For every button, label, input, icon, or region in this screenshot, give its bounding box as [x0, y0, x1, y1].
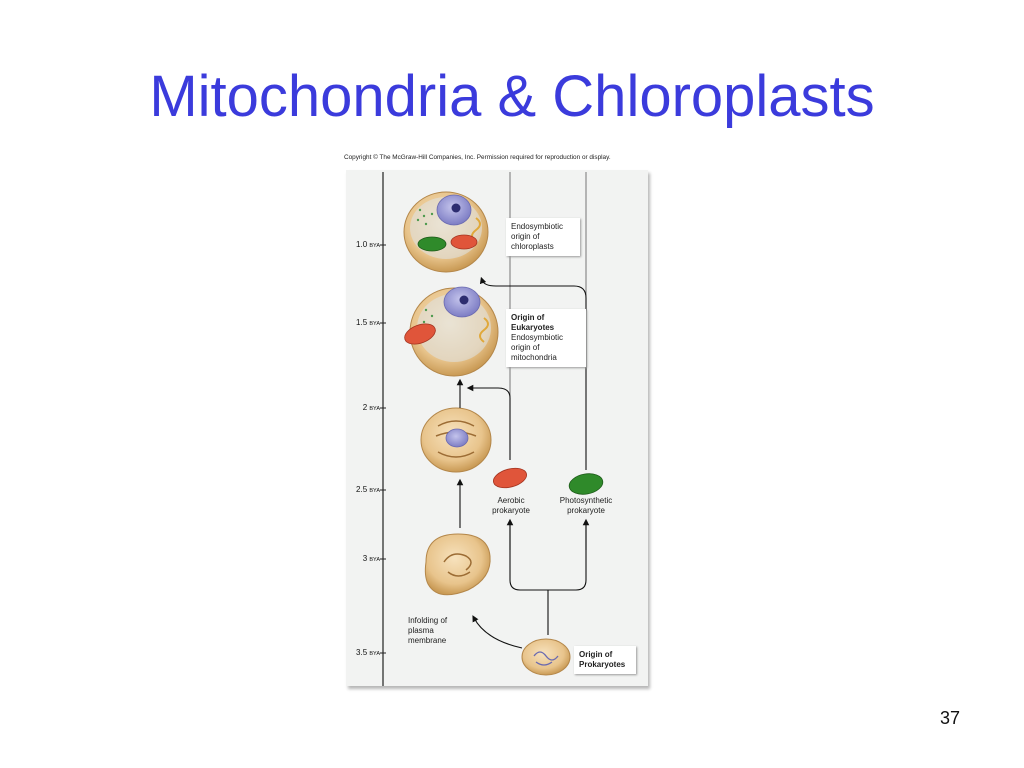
tick-value: 3 [362, 554, 368, 563]
eukaryote-cell-illustration [404, 286, 499, 377]
tick-unit: BYA [369, 651, 380, 657]
label-line: Photosynthetic [559, 496, 613, 505]
tick-label-1-0: 1.0 BYA [348, 240, 380, 249]
label-line: prokaryote [492, 506, 530, 515]
label-line: Endosymbiotic [511, 333, 564, 342]
tick-unit: BYA [369, 243, 380, 249]
copyright-notice: Copyright © The McGraw-Hill Companies, I… [344, 154, 611, 161]
label-line: Origin of [579, 650, 613, 659]
tick-unit: BYA [369, 406, 380, 412]
label-line: Infolding of [408, 616, 448, 625]
infolding-label: Infolding of plasma membrane [408, 616, 458, 646]
tick-value: 3.5 [356, 648, 368, 657]
diagram-graphics [380, 172, 604, 686]
tick-value: 2.5 [356, 485, 368, 494]
label-line: chloroplasts [511, 242, 554, 251]
label-line: membrane [408, 636, 447, 645]
tick-label-2-5: 2.5 BYA [348, 485, 380, 494]
tick-value: 1.0 [356, 240, 368, 249]
photosynthetic-prokaryote-illustration [568, 473, 604, 495]
eukaryote-origin-label: Origin of Eukaryotes Endosymbiotic origi… [506, 309, 586, 367]
tick-value: 2 [362, 403, 368, 412]
page-number: 37 [939, 708, 961, 728]
label-line: Prokaryotes [579, 660, 626, 669]
tick-unit: BYA [369, 321, 380, 327]
infolding-cell-illustration [424, 533, 491, 596]
label-line: origin of [511, 343, 540, 352]
tick-label-3-5: 3.5 BYA [348, 648, 380, 657]
photosynthetic-prokaryote-label: Photosynthetic prokaryote [546, 496, 626, 516]
aerobic-prokaryote-label: Aerobic prokaryote [482, 496, 540, 516]
label-line: plasma [408, 626, 434, 635]
label-line: Endosymbiotic [511, 222, 564, 231]
tick-value: 1.5 [356, 318, 368, 327]
early-eukaryote-illustration [420, 407, 492, 473]
label-line: Aerobic [497, 496, 525, 505]
chloroplast-origin-label: Endosymbiotic origin of chloroplasts [506, 218, 580, 256]
tick-unit: BYA [369, 488, 380, 494]
prokaryote-cell-illustration [521, 638, 571, 676]
arrow-aerobic-to-cell2 [466, 384, 511, 460]
branch-lines [509, 525, 587, 591]
label-line: mitochondria [511, 353, 557, 362]
label-line: prokaryote [567, 506, 605, 515]
label-line: Origin of [511, 313, 545, 322]
label-line: Eukaryotes [511, 323, 555, 332]
aerobic-prokaryote-illustration [493, 467, 527, 489]
plant-cell-illustration [403, 191, 489, 273]
tick-label-1-5: 1.5 BYA [348, 318, 380, 327]
tick-label-3: 3 BYA [348, 554, 380, 563]
arrow-prokaryote-to-infolding [472, 615, 523, 649]
label-line: origin of [511, 232, 540, 241]
evolution-diagram: 1.0 BYA 1.5 BYA 2 BYA 2.5 BYA 3 BYA 3.5 … [346, 170, 648, 686]
tick-unit: BYA [369, 557, 380, 563]
tick-label-2: 2 BYA [348, 403, 380, 412]
prokaryote-origin-label: Origin of Prokaryotes [574, 646, 636, 674]
slide-title: Mitochondria & Chloroplasts [149, 64, 875, 129]
arrow-photosynthetic-to-cell1 [479, 276, 587, 470]
